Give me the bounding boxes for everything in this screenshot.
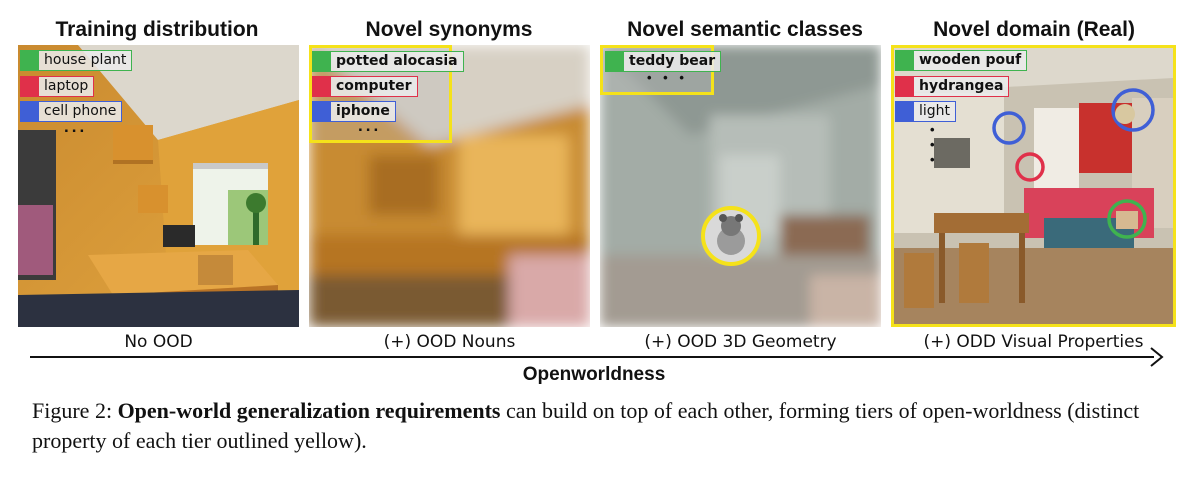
axis-label: Openworldness [522, 364, 666, 385]
panel-caption-training: No OOD [124, 332, 193, 352]
legend-label: wooden pouf [913, 50, 1028, 71]
figure-caption-prefix: Figure 2: [32, 398, 118, 423]
legend-semantic-highlight: teddy bear • • • [600, 45, 722, 95]
openworldness-axis-line [30, 356, 1154, 358]
legend-swatch-blue [312, 101, 330, 122]
legend-label: hydrangea [913, 76, 1010, 97]
legend-ellipsis: • • • [930, 122, 939, 167]
legend-swatch-blue [20, 101, 38, 122]
legend-ellipsis: • • • [647, 70, 688, 85]
legend-label: computer [330, 76, 418, 97]
panel-caption-domain: (+) ODD Visual Properties [923, 332, 1144, 352]
panel-synonyms-image: potted alocasia computer iphone ... [309, 45, 590, 327]
legend-swatch-green [605, 51, 623, 72]
legend-item-light: light [895, 101, 957, 122]
legend-label: iphone [330, 101, 396, 122]
legend-swatch-green [312, 51, 330, 72]
legend-item-wooden-pouf: wooden pouf [895, 50, 1028, 71]
panel-domain-image: wooden pouf hydrangea light • • • [891, 45, 1176, 327]
legend-label: laptop [38, 76, 95, 97]
legend-swatch-red [895, 76, 913, 97]
legend-item-computer: computer [312, 76, 418, 97]
legend-label: house plant [38, 50, 133, 71]
panel-title-training: Training distribution [55, 18, 259, 41]
legend-item-iphone: iphone [312, 101, 396, 122]
legend-swatch-blue [895, 101, 913, 122]
legend-synonyms-highlight: potted alocasia computer iphone ... [309, 45, 464, 143]
figure-caption-rest: can build on top of each other, forming … [32, 398, 1140, 453]
panel-title-semantic: Novel semantic classes [627, 18, 863, 41]
legend-label: potted alocasia [330, 51, 464, 72]
figure-caption-bold: Open-world generalization requirements [117, 398, 501, 423]
legend-item-cell-phone: cell phone [20, 101, 123, 122]
legend-item-teddy-bear: teddy bear [605, 51, 722, 72]
legend-swatch-red [20, 76, 38, 97]
legend-swatch-green [895, 50, 913, 71]
legend-swatch-red [312, 76, 330, 97]
panel-title-domain: Novel domain (Real) [933, 18, 1135, 41]
legend-item-potted-alocasia: potted alocasia [312, 51, 464, 72]
legend-label: light [913, 101, 957, 122]
legend-ellipsis: ... [358, 116, 382, 135]
panel-training-image: house plant laptop cell phone ... [18, 45, 299, 327]
legend-ellipsis: ... [64, 117, 88, 136]
panel-caption-synonyms: (+) OOD Nouns [383, 332, 516, 352]
panel-semantic-image: teddy bear • • • [600, 45, 881, 327]
figure-caption: Figure 2: Open-world generalization requ… [32, 396, 1172, 456]
legend-item-house-plant: house plant [20, 50, 133, 71]
legend-label: cell phone [38, 101, 123, 122]
legend-item-hydrangea: hydrangea [895, 76, 1010, 97]
legend-label: teddy bear [623, 51, 722, 72]
panel-caption-semantic: (+) OOD 3D Geometry [644, 332, 837, 352]
legend-swatch-green [20, 50, 38, 71]
arrow-right-icon [1150, 347, 1164, 367]
legend-item-laptop: laptop [20, 76, 95, 97]
panel-title-synonyms: Novel synonyms [365, 18, 533, 41]
